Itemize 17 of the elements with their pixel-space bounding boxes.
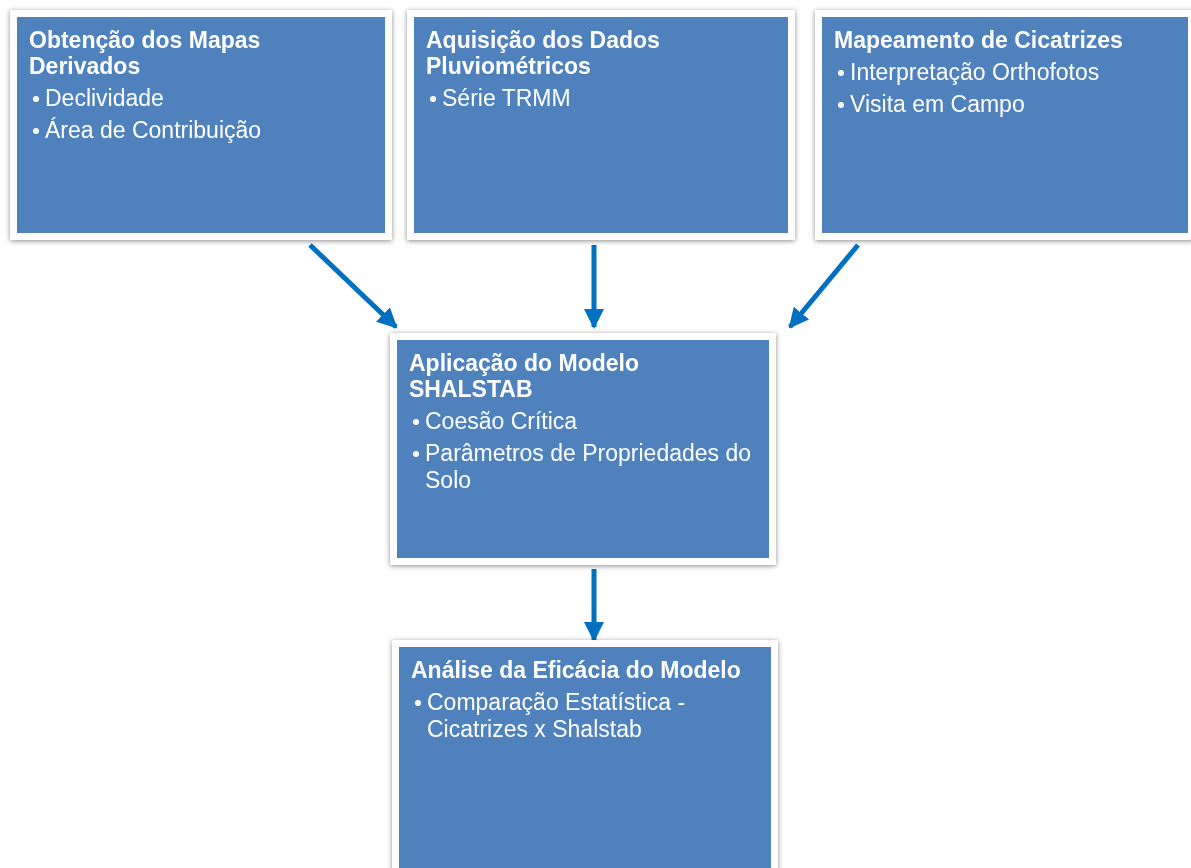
bullet-text: Série TRMM bbox=[442, 85, 571, 112]
bullet-text: Parâmetros de Propriedades do Solo bbox=[425, 440, 753, 494]
box-heading: Mapeamento de Cicatrizes bbox=[834, 27, 1124, 53]
bullet-text: Declividade bbox=[45, 85, 164, 112]
arrow bbox=[788, 243, 860, 329]
arrow bbox=[584, 569, 604, 642]
box-heading: Obtenção dos Mapas Derivados bbox=[29, 27, 262, 79]
box-heading: Aquisição dos Dados Pluviométricos bbox=[426, 27, 661, 79]
bullet-text: Interpretação Orthofotos bbox=[850, 59, 1100, 86]
bullet-text: Comparação Estatística - Cicatrizes x Shalstab bbox=[427, 689, 687, 743]
box-heading: Análise da Eficácia do Modelo bbox=[411, 657, 742, 683]
arrow bbox=[308, 243, 398, 329]
arrow bbox=[584, 245, 604, 329]
bullet-text: Visita em Campo bbox=[850, 91, 1025, 118]
box-heading: Aplicação do Modelo SHALSTAB bbox=[409, 350, 641, 402]
bullet-text: Coesão Crítica bbox=[425, 408, 578, 435]
bullet-text: Área de Contribuição bbox=[45, 117, 262, 144]
